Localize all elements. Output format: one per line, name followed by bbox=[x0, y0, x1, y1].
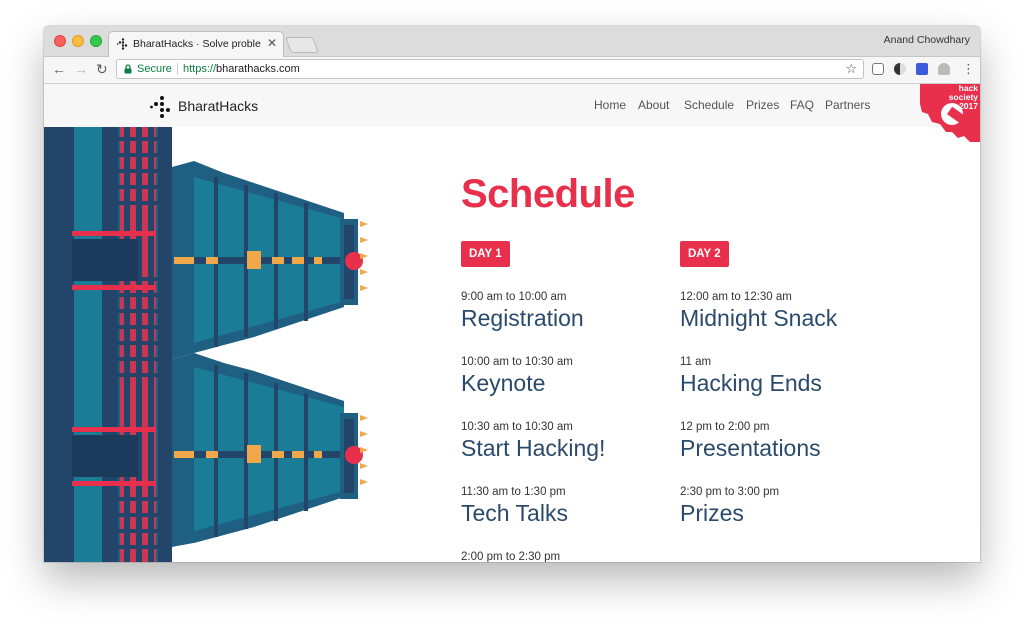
extension-1-icon[interactable] bbox=[872, 63, 884, 75]
browser-window: BharatHacks · Solve problems ✕ Anand Cho… bbox=[44, 26, 980, 562]
event-time: 12 pm to 2:00 pm bbox=[680, 421, 770, 433]
event-name: Presentations bbox=[680, 435, 821, 461]
maximize-window-button[interactable] bbox=[90, 35, 102, 47]
day2-event-midnight-snack: 12:00 am to 12:30 am Midnight Snack bbox=[680, 290, 895, 332]
back-arrow-icon[interactable]: ← bbox=[52, 61, 66, 77]
reload-icon[interactable]: ↻ bbox=[96, 61, 108, 77]
address-bar[interactable]: Secure https://bharathacks.com ☆ bbox=[116, 59, 864, 79]
nav-home[interactable]: Home bbox=[594, 98, 627, 112]
event-time: 2:00 pm to 2:30 pm bbox=[461, 551, 561, 562]
day1-event-registration: 9:00 am to 10:00 am Registration bbox=[461, 290, 676, 332]
day2-event-presentations: 12 pm to 2:00 pm Presentations bbox=[680, 420, 895, 462]
hack-society-gear-icon bbox=[920, 84, 980, 142]
profile-name[interactable]: Anand Chowdhary bbox=[883, 34, 970, 46]
page-viewport: BharatHacks Home About Schedule Prizes F… bbox=[44, 84, 980, 562]
tab-title: BharatHacks · Solve problems bbox=[133, 38, 261, 50]
event-time: 12:00 am to 12:30 am bbox=[680, 291, 792, 303]
extension-4-icon[interactable] bbox=[938, 63, 950, 75]
nav-prizes[interactable]: Prizes bbox=[746, 98, 780, 112]
url-scheme: https:// bbox=[183, 63, 217, 75]
browser-tab[interactable]: BharatHacks · Solve problems ✕ bbox=[108, 31, 284, 57]
tab-bar: BharatHacks · Solve problems ✕ Anand Cho… bbox=[44, 26, 980, 57]
day-2-badge: DAY 2 bbox=[680, 241, 729, 267]
event-name: Start Hacking! bbox=[461, 435, 606, 461]
day1-event-tech-talks: 11:30 am to 1:30 pm Tech Talks bbox=[461, 485, 676, 527]
bookmark-star-icon[interactable]: ☆ bbox=[845, 61, 857, 76]
event-time: 2:30 pm to 3:00 pm bbox=[680, 486, 780, 498]
extension-3-icon[interactable] bbox=[916, 63, 928, 75]
badge-line-2: society bbox=[948, 92, 978, 102]
logo-text: BharatHacks bbox=[178, 98, 259, 114]
day-1-badge: DAY 1 bbox=[461, 241, 510, 267]
temple-illustration bbox=[44, 127, 368, 562]
event-name: Tech Talks bbox=[461, 500, 568, 526]
badge-line-3: 2017 bbox=[959, 101, 978, 111]
lock-icon bbox=[124, 64, 132, 74]
badge-line-1: hack bbox=[958, 84, 978, 93]
site-header: BharatHacks Home About Schedule Prizes F… bbox=[44, 84, 980, 127]
bharathacks-favicon-icon bbox=[117, 38, 128, 50]
nav-partners[interactable]: Partners bbox=[825, 98, 871, 112]
event-time: 9:00 am to 10:00 am bbox=[461, 291, 567, 303]
event-name: Registration bbox=[461, 305, 584, 331]
day2-event-hacking-ends: 11 am Hacking Ends bbox=[680, 355, 895, 397]
event-time: 11 am bbox=[680, 356, 712, 368]
day2-event-prizes: 2:30 pm to 3:00 pm Prizes bbox=[680, 485, 895, 527]
minimize-window-button[interactable] bbox=[72, 35, 84, 47]
nav-about[interactable]: About bbox=[638, 98, 670, 112]
tab-close-icon[interactable]: ✕ bbox=[266, 36, 277, 50]
event-time: 10:30 am to 10:30 am bbox=[461, 421, 573, 433]
nav-faq[interactable]: FAQ bbox=[790, 98, 815, 112]
day1-event-start-hacking: 10:30 am to 10:30 am Start Hacking! bbox=[461, 420, 676, 462]
event-name: Midnight Snack bbox=[680, 305, 838, 331]
address-separator bbox=[177, 63, 178, 75]
event-time: 11:30 am to 1:30 pm bbox=[461, 486, 566, 498]
extension-2-icon[interactable] bbox=[894, 63, 906, 75]
url-host: bharathacks.com bbox=[216, 63, 300, 75]
schedule-title: Schedule bbox=[461, 172, 635, 216]
forward-arrow-icon[interactable]: → bbox=[74, 61, 88, 77]
day1-event-keynote: 10:00 am to 10:30 am Keynote bbox=[461, 355, 676, 397]
new-tab-button[interactable] bbox=[285, 37, 319, 53]
event-name: Keynote bbox=[461, 370, 546, 396]
close-window-button[interactable] bbox=[54, 35, 66, 47]
secure-label: Secure bbox=[137, 63, 172, 75]
bharathacks-logo-icon bbox=[150, 96, 170, 118]
event-name: Hacking Ends bbox=[680, 370, 822, 396]
badge-text: hack society 2017 bbox=[938, 84, 978, 111]
browser-menu-icon[interactable]: ⋮ bbox=[962, 61, 975, 76]
browser-toolbar: ← → ↻ Secure https://bharathacks.com ☆ ⋮ bbox=[44, 57, 980, 84]
event-name: Prizes bbox=[680, 500, 744, 526]
hack-society-badge[interactable]: hack society 2017 bbox=[920, 84, 980, 142]
nav-schedule[interactable]: Schedule bbox=[684, 98, 735, 112]
url-text: https://bharathacks.com bbox=[183, 63, 300, 75]
day1-event-5: 2:00 pm to 2:30 pm bbox=[461, 550, 676, 562]
event-time: 10:00 am to 10:30 am bbox=[461, 356, 573, 368]
